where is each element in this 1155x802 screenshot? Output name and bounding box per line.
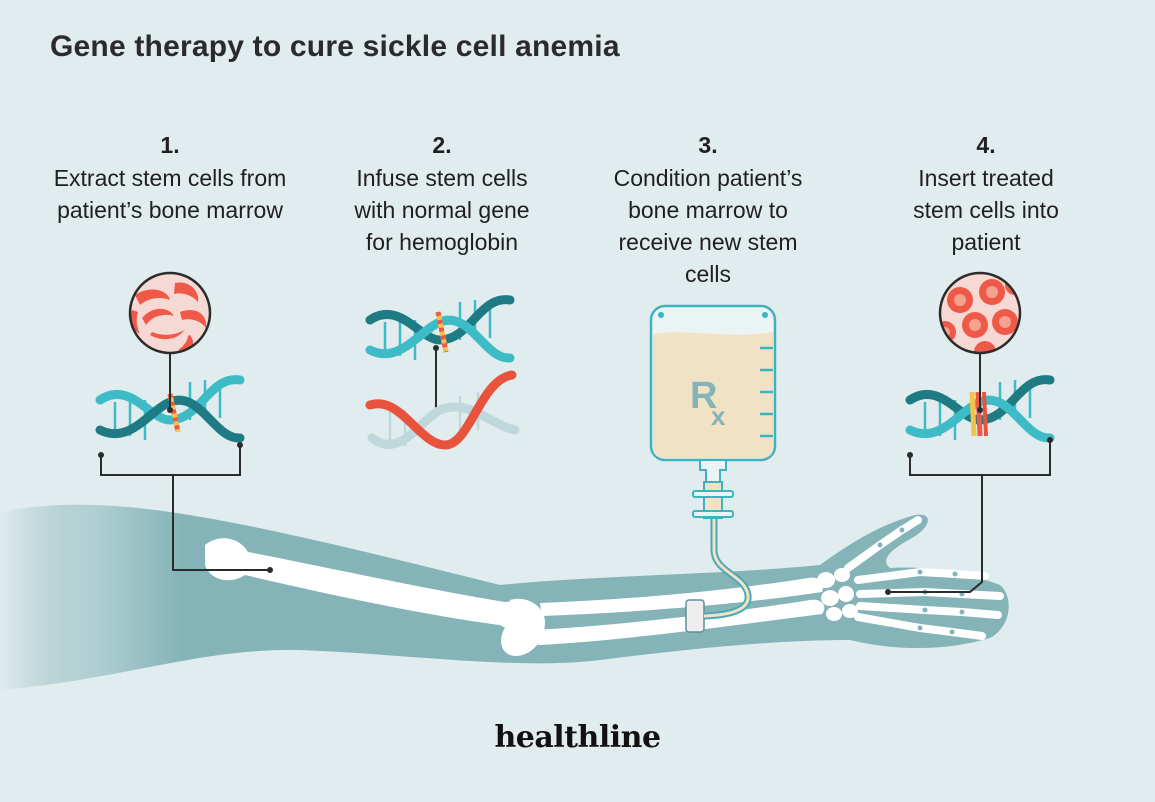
step-4: 4. Insert treated stem cells into patien… [846,130,1126,258]
rx-symbol: R [690,375,717,417]
step-3-number: 3. [698,132,718,158]
carpal-bones [817,568,858,621]
step-3: 3. Condition patient’s bone marrow to re… [568,130,848,290]
iv-bag: R x [649,304,777,519]
dna-helix-2-bottom [365,370,520,450]
arm-silhouette [0,504,1009,690]
humerus-bone [205,538,533,631]
step-4-number: 4. [976,132,996,158]
arm [0,504,1009,690]
radius-bone [540,577,824,616]
step-2: 2. Infuse stem cells with normal gene fo… [302,130,582,258]
iv-catheter [685,599,705,633]
rx-subscript: x [711,401,726,431]
step-4-text: Insert treated stem cells into patient [913,165,1059,255]
step-1: 1. Extract stem cells from patient’s bon… [30,130,310,226]
ulna-bone [530,599,825,645]
iv-tube-fluid [703,515,750,618]
step-3-text: Condition patient’s bone marrow to recei… [613,165,803,287]
connector-4 [888,440,1051,593]
step-1-text: Extract stem cells from patient’s bone m… [53,165,287,223]
dna-helix-2-top [365,295,515,363]
healthy-cells-magnifier [938,271,1022,355]
step-2-number: 2. [432,132,452,158]
step-1-number: 1. [160,132,180,158]
connector-1 [100,445,270,571]
brand-logo: healthline [494,720,661,755]
page-title: Gene therapy to cure sickle cell anemia [50,30,620,63]
step-2-text: Infuse stem cells with normal gene for h… [354,165,530,255]
sickle-cells-magnifier [128,271,212,355]
